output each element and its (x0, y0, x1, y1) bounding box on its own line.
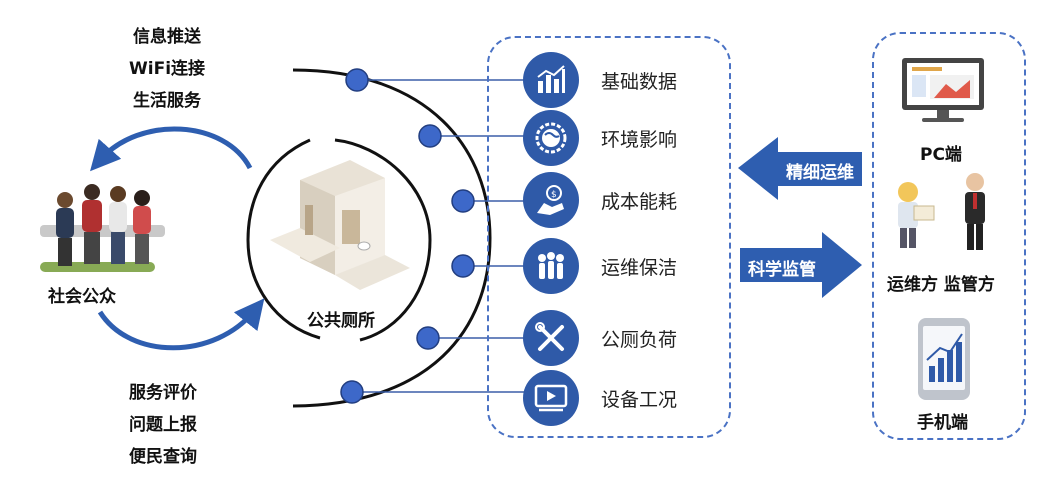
svg-text:$: $ (551, 190, 557, 200)
arrow-left-label: 精细运维 (786, 163, 854, 183)
team-icon (523, 238, 579, 294)
public-top-item: 信息推送 (133, 27, 202, 47)
roles-illustration (898, 173, 985, 250)
monitor-play-icon (523, 370, 579, 426)
module-basic-data: 基础数据 (523, 52, 743, 108)
module-maintenance: 运维保洁 (523, 238, 743, 294)
public-top-items: 信息推送 WiFi连接 生活服务 (129, 22, 205, 111)
arrow-left-shape (738, 137, 862, 200)
toilet-label: 公共厕所 (307, 311, 375, 331)
module-label: 公厕负荷 (601, 328, 678, 351)
clients-panel (872, 32, 1026, 440)
roles-label: 运维方 监管方 (887, 275, 995, 295)
bar-chart-icon (523, 52, 579, 108)
public-bottom-item: 服务评价 (129, 383, 197, 403)
module-label: 环境影响 (601, 128, 678, 151)
modules-panel (487, 36, 731, 438)
module-cost-energy: $ 成本能耗 (523, 172, 743, 228)
public-bottom-items: 服务评价 问题上报 便民查询 (129, 378, 197, 467)
public-toilet-illustration (270, 160, 410, 290)
module-label: 成本能耗 (601, 190, 678, 213)
public-bottom-item: 问题上报 (129, 415, 197, 435)
mobile-label: 手机端 (917, 413, 968, 433)
pc-monitor-illustration (902, 58, 984, 122)
module-equipment: 设备工况 (523, 370, 743, 426)
arc-nodes (340, 68, 475, 404)
curved-arrow-bottom (97, 298, 265, 351)
money-idea-icon: $ (523, 172, 579, 228)
module-label: 设备工况 (601, 388, 678, 411)
arrow-right-shape (740, 232, 862, 298)
module-load: 公厕负荷 (523, 310, 743, 366)
outer-arc (292, 68, 492, 408)
public-top-item: WiFi连接 (129, 59, 206, 79)
module-environment: 环境影响 (523, 110, 743, 166)
tools-icon (523, 310, 579, 366)
public-label: 社会公众 (48, 287, 116, 307)
public-bottom-item: 便民查询 (129, 447, 197, 467)
public-top-item: 生活服务 (133, 91, 202, 111)
public-people-illustration (40, 184, 165, 272)
pc-label: PC端 (920, 145, 962, 165)
module-label: 运维保洁 (601, 256, 678, 279)
arrow-right-label: 科学监管 (748, 260, 816, 280)
curved-arrow-top (90, 126, 253, 172)
module-label: 基础数据 (601, 70, 678, 93)
globe-gear-icon (523, 110, 579, 166)
inner-arc (246, 138, 321, 340)
mobile-phone-illustration (918, 318, 970, 400)
